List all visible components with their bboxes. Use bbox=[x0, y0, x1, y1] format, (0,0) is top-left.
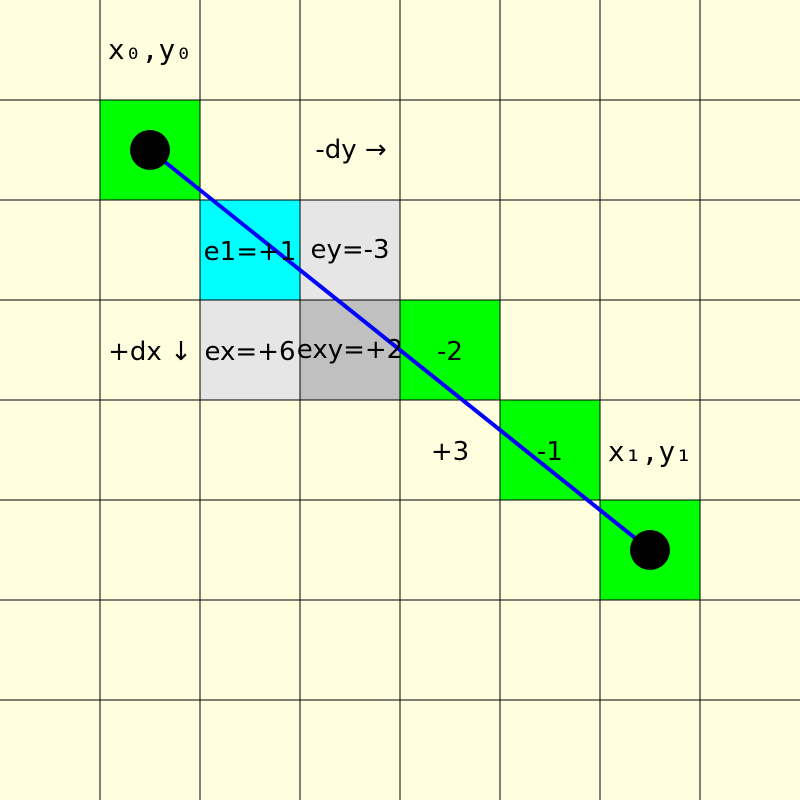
error-value-c: -1 bbox=[537, 437, 563, 467]
start-label: x₀,y₀ bbox=[107, 33, 193, 66]
end-endpoint bbox=[630, 530, 670, 570]
error-value-b: +3 bbox=[430, 437, 470, 467]
ey-label: ey=-3 bbox=[310, 235, 390, 265]
cells-layer bbox=[100, 100, 700, 600]
cell-diagonal bbox=[300, 300, 400, 400]
start-endpoint bbox=[130, 130, 170, 170]
ideal-line bbox=[148, 148, 652, 552]
cell-e1 bbox=[200, 200, 300, 300]
dx-label: +dx ↓ bbox=[108, 337, 192, 367]
dy-label: -dy → bbox=[315, 135, 387, 165]
end-label: x₁,y₁ bbox=[607, 435, 693, 468]
cell-pixel bbox=[500, 400, 600, 500]
cell-pixel bbox=[400, 300, 500, 400]
error-value-a: -2 bbox=[437, 337, 463, 367]
cell-candidate bbox=[200, 300, 300, 400]
ex-label: ex=+6 bbox=[204, 337, 296, 367]
exy-label: exy=+2 bbox=[296, 335, 404, 365]
e1-label: e1=+1 bbox=[203, 237, 297, 267]
